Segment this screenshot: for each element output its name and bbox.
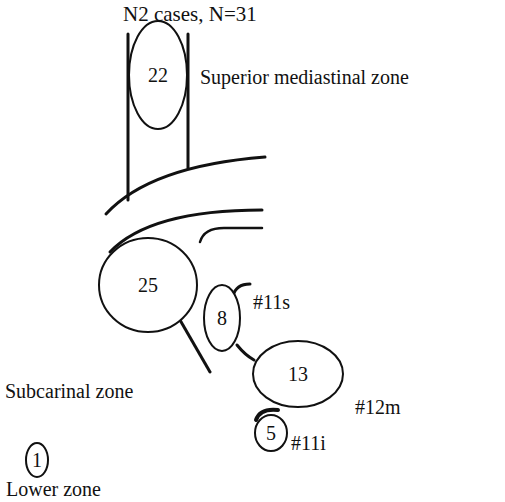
- zone-label: #11i: [291, 432, 326, 454]
- node-ellipse: 13: [252, 340, 344, 408]
- zone-label: #12m: [355, 396, 401, 418]
- node-ellipse: 5: [254, 414, 288, 452]
- node-ellipse: 8: [203, 284, 241, 352]
- trachea-wall: [187, 34, 190, 168]
- node-ellipse: 1: [25, 442, 49, 478]
- node-ellipse: 25: [98, 237, 198, 333]
- bronchus-line: [200, 228, 262, 242]
- trachea-wall: [127, 34, 130, 200]
- node-ellipse: 22: [128, 20, 188, 130]
- zone-label: Subcarinal zone: [5, 380, 133, 402]
- count-number: 5: [266, 422, 276, 444]
- diagram-title: N2 cases, N=31: [123, 3, 257, 26]
- count-number: 22: [148, 64, 168, 86]
- bracket-line: [237, 345, 254, 360]
- count-number: 8: [217, 307, 227, 329]
- zone-label: #11s: [253, 291, 290, 313]
- count-number: 25: [138, 274, 158, 296]
- zone-label: Superior mediastinal zone: [200, 66, 409, 88]
- count-number: 1: [32, 449, 42, 471]
- count-number: 13: [288, 363, 308, 385]
- bronchus-line: [106, 157, 265, 214]
- zone-label: Lower zone: [6, 478, 101, 500]
